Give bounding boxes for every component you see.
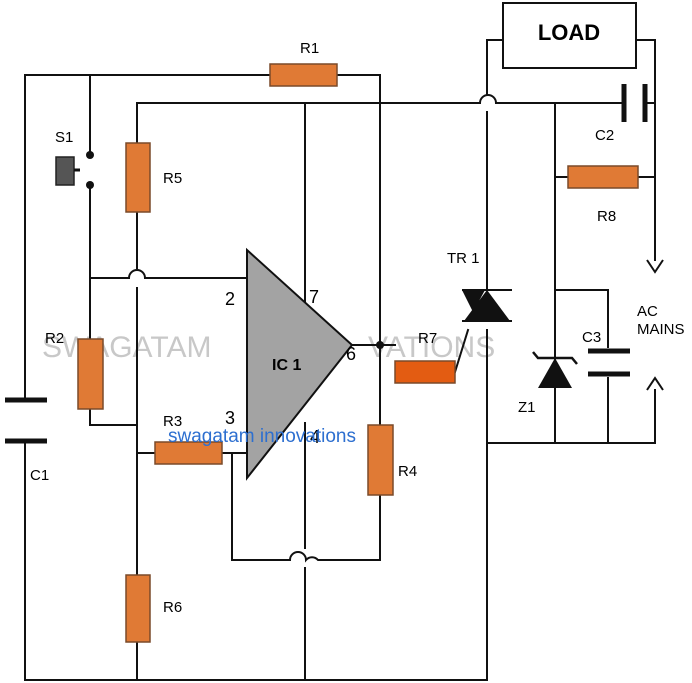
- resistor-r6: [125, 574, 151, 643]
- label-r6: R6: [163, 599, 182, 616]
- wire-top-rail: [24, 74, 381, 456]
- resistor-r2: [77, 338, 104, 410]
- label-r7: R7: [418, 330, 437, 347]
- label-r4: R4: [398, 463, 417, 480]
- label-c1: C1: [30, 467, 49, 484]
- junction-dot: [376, 341, 384, 349]
- wire-r8: [554, 102, 656, 444]
- watermark-right: VATIONS: [368, 331, 495, 364]
- wire-s1: [89, 74, 138, 426]
- resistor-r3: [154, 441, 223, 465]
- resistor-r1: [269, 63, 338, 87]
- pin-4: 4: [310, 427, 320, 447]
- pin-3: 3: [225, 408, 235, 428]
- pin-2: 2: [225, 289, 235, 309]
- switch-contact-bottom: [86, 181, 94, 189]
- zener-triangle: [538, 358, 572, 388]
- resistor-r4: [367, 424, 394, 496]
- triac-tr1: [462, 289, 512, 322]
- pin-6: 6: [346, 344, 356, 364]
- wire-load: [486, 39, 656, 178]
- watermark-left: SWAGATAM: [42, 331, 211, 364]
- resistor-r5: [125, 142, 151, 213]
- wire-mains-bottom: [486, 389, 656, 444]
- zener-bar: [532, 351, 578, 365]
- wire-output: [351, 328, 470, 374]
- ic1-opamp: [246, 247, 354, 481]
- switch-button: [55, 156, 75, 186]
- zener-z1: [532, 351, 578, 388]
- label-mains: MAINS: [637, 321, 685, 338]
- wire-pin2: [89, 269, 251, 279]
- switch-s1: [55, 151, 94, 189]
- triac-triangle-down: [464, 290, 510, 321]
- switch-contact-top: [86, 151, 94, 159]
- label-tr1: TR 1: [447, 250, 480, 267]
- resistors: [77, 63, 639, 643]
- wire-feedback: [231, 452, 381, 563]
- label-r5: R5: [163, 170, 182, 187]
- label-ic1: IC 1: [272, 357, 301, 374]
- capacitors: [5, 84, 648, 444]
- arrow-up-icon: [646, 376, 664, 391]
- label-c3: C3: [582, 329, 601, 346]
- load-label: LOAD: [538, 20, 600, 45]
- label-r8: R8: [597, 208, 616, 225]
- label-s1: S1: [55, 129, 73, 146]
- pin-7: 7: [309, 287, 319, 307]
- label-z1: Z1: [518, 399, 536, 416]
- label-r2: R2: [45, 330, 64, 347]
- load-box: [502, 2, 637, 69]
- watermark-credit: swagatam innovations: [168, 426, 356, 447]
- arrow-down-icon: [646, 259, 664, 274]
- resistor-r7: [394, 360, 456, 384]
- label-c2: C2: [595, 127, 614, 144]
- triac-triangle-left: [462, 290, 485, 312]
- label-ac: AC: [637, 303, 658, 320]
- label-r3: R3: [163, 413, 182, 430]
- wires: [24, 39, 656, 681]
- label-r1: R1: [300, 40, 319, 57]
- wire-c3: [554, 289, 609, 444]
- resistor-r8: [567, 165, 639, 189]
